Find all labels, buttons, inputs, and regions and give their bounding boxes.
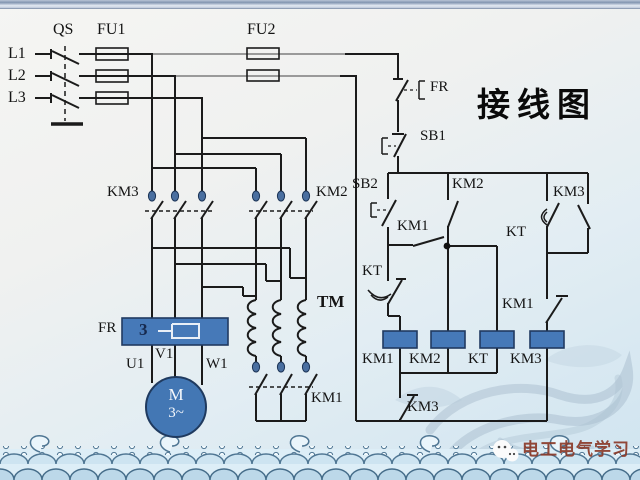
- km2-aux-label: KM2: [452, 176, 484, 192]
- phase-label-l2: L2: [8, 67, 26, 84]
- motor-phase: 3~: [168, 405, 184, 421]
- kt-close-label: KT: [506, 224, 526, 240]
- wave-border: [0, 435, 640, 480]
- km3-interlock-label: KM3: [407, 399, 439, 415]
- fr-contact-label: FR: [430, 79, 449, 95]
- km3-coil-label: KM3: [510, 351, 542, 367]
- terminal-w1-label: W1: [206, 356, 228, 372]
- km1-star-contacts-symbol: [249, 373, 318, 422]
- km1-seal-label: KM1: [397, 218, 429, 234]
- km3-contacts-label: KM3: [107, 184, 139, 200]
- control-feeder-wires: [153, 53, 345, 77]
- terminal-v1-label: V1: [155, 346, 174, 362]
- kt-open-label: KT: [362, 263, 382, 279]
- dragon-ornament: [395, 345, 634, 464]
- contactor-coils: [382, 330, 565, 349]
- fu2-fuse-symbols: [246, 47, 280, 82]
- junction-dot: [443, 242, 451, 250]
- motor-circle: [145, 376, 207, 438]
- fu1-fuse-symbols: [95, 47, 129, 105]
- km2-contacts-label: KM2: [316, 184, 348, 200]
- qs-disconnect-symbol: [50, 46, 96, 126]
- km1-coil: [382, 330, 418, 349]
- fu1-label: FU1: [97, 21, 126, 38]
- qs-label: QS: [53, 21, 74, 38]
- tm-label: TM: [317, 292, 345, 311]
- km3-seal-label: KM3: [553, 184, 585, 200]
- page-title: 接线图: [477, 88, 597, 124]
- fr-thermal-relay-box: [121, 317, 229, 346]
- control-circuit-wiring: [356, 78, 591, 422]
- km2-coil-label: KM2: [409, 351, 441, 367]
- phase-label-l1: L1: [8, 45, 26, 62]
- fr-marking: 3: [139, 320, 148, 339]
- wechat-icon: [493, 440, 519, 462]
- power-circuit-wiring: [35, 46, 591, 422]
- km3-coil: [529, 330, 565, 349]
- watermark-text: 电工电气学习: [522, 440, 630, 459]
- sb2-label: SB2: [352, 176, 378, 192]
- kt-coil: [479, 330, 515, 349]
- sb1-label: SB1: [420, 128, 446, 144]
- tm-transformer-coils: [246, 299, 307, 362]
- km2-coil: [430, 330, 466, 349]
- km3-main-contacts-symbol: [145, 200, 214, 318]
- motor-letter: M: [168, 385, 184, 404]
- km2-main-contacts-symbol: [249, 200, 318, 300]
- terminal-u1-label: U1: [126, 356, 145, 372]
- fr-label: FR: [98, 320, 117, 336]
- km1-contacts-label: KM1: [311, 390, 343, 406]
- km1-coil-label: KM1: [362, 351, 394, 367]
- km1-interlock-label: KM1: [502, 296, 534, 312]
- fu2-label: FU2: [247, 21, 276, 38]
- terminal-dots: [147, 190, 311, 373]
- phase-label-l3: L3: [8, 89, 26, 106]
- kt-coil-label: KT: [468, 351, 488, 367]
- top-gradient-bar: [0, 0, 640, 9]
